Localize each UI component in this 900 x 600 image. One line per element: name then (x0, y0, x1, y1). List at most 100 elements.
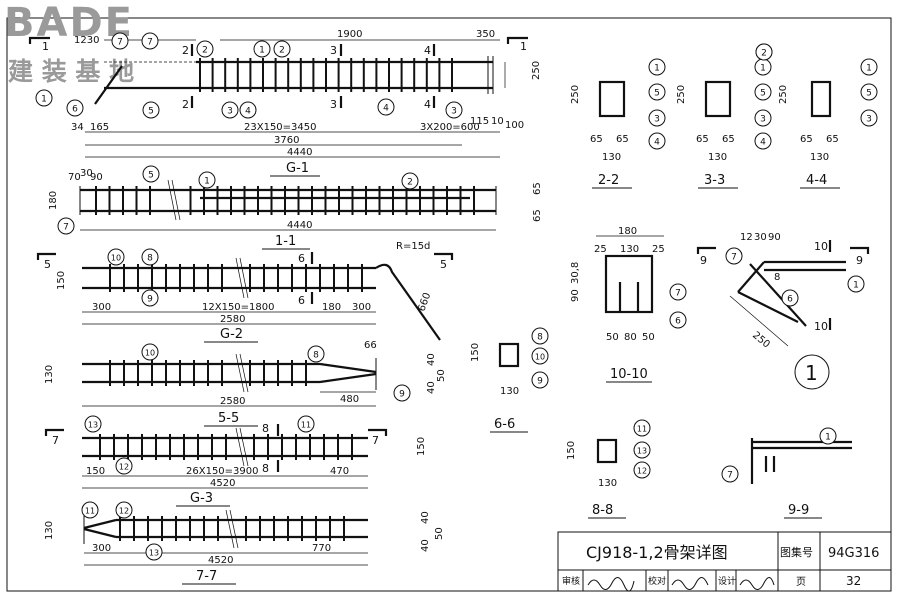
bar-callout-circle (669, 283, 687, 301)
view-title-g1: G-1 (286, 161, 309, 176)
dim-65-33b: 65 (722, 134, 735, 145)
dim-3x200: 3X200=600 (420, 122, 480, 133)
bar-callout-circle (401, 172, 419, 190)
bar-callout-number: 4 (245, 107, 251, 117)
dim-130-44: 130 (810, 152, 829, 163)
bar-callout-circle (648, 132, 666, 150)
bar-callout-number: 5 (760, 89, 766, 99)
bar-callout-circle (755, 43, 773, 61)
view-g2: 6 6 5 5 R=15d 660 66 150 300 12X150=1800… (36, 241, 454, 351)
bar-callout-circle (860, 58, 878, 76)
cut-4-bottom: 4 (424, 98, 431, 111)
section-6-6: 150 130 6-6 (470, 342, 528, 433)
dim-130-88: 130 (598, 478, 617, 489)
dim-300-g2b: 300 (352, 302, 371, 313)
bar-callout-circle (633, 461, 651, 479)
bar-callout-circle (111, 32, 129, 50)
dim-40-c: 40 (420, 511, 431, 524)
view-title-7-7: 7-7 (196, 569, 217, 584)
view-title-1-1: 1-1 (275, 234, 296, 249)
cut-10-top: 10 (814, 240, 828, 253)
bar-callout-circle (198, 171, 216, 189)
cut-3-bottom: 3 (330, 98, 337, 111)
bar-callout-circle (84, 415, 102, 433)
cut-1-left: 1 (42, 40, 49, 53)
bar-callout-number: 7 (117, 38, 123, 48)
view-5-5: 130 40 40 50 480 2580 5-5 (44, 353, 447, 427)
dim-30: 30 (80, 168, 93, 179)
dim-65-33a: 65 (696, 134, 709, 145)
check-label: 校对 (648, 575, 666, 587)
bar-callout-number: 2 (407, 178, 413, 188)
bar-callout-number: 11 (85, 507, 95, 516)
bar-callout-number: 1 (41, 95, 47, 105)
bar-callout-circle (307, 345, 325, 363)
review-signature (587, 577, 635, 592)
dim-1900: 1900 (337, 29, 362, 40)
dim-70: 70 (68, 172, 81, 183)
bar-callout-number: 10 (145, 349, 155, 358)
bar-callout-number: 13 (637, 447, 647, 456)
title-block: CJ918-1,2骨架详图 图集号 94G316 审核 校对 设计 页 32 (557, 531, 892, 592)
bar-callout-number: 7 (147, 38, 153, 48)
dim-40-d: 40 (420, 539, 431, 552)
dim-180-11: 180 (48, 191, 59, 210)
dim-34: 34 (71, 122, 84, 133)
dim-40-b: 40 (426, 381, 437, 394)
dim-8: 8 (774, 272, 780, 283)
view-g3: 8 8 7 7 150 150 26X150=3900 470 4520 G-3 (44, 422, 427, 507)
dim-480: 480 (340, 394, 359, 405)
bar-callout-circle (393, 384, 411, 402)
cut-9-left: 9 (700, 254, 707, 267)
watermark-logo: BADE 建 装 基 地 (4, 0, 134, 86)
cut-2-top: 2 (182, 44, 189, 57)
view-title-9-9: 9-9 (788, 503, 809, 518)
dim-50-a: 50 (606, 332, 619, 343)
dim-26x150: 26X150=3900 (186, 466, 259, 477)
cut-4-top: 4 (424, 44, 431, 57)
dim-470: 470 (330, 466, 349, 477)
bar-callout-number: 10 (111, 254, 121, 263)
bar-callout-number: 3 (760, 115, 766, 125)
detail-1: 12 30 90 8 250 10 10 9 9 1 (696, 232, 870, 390)
dim-65-b: 65 (532, 209, 543, 222)
section-4-4: 250 65 65 130 4-4 (778, 80, 840, 189)
bar-callout-number: 8 (147, 254, 153, 264)
bar-callout-circle (648, 58, 666, 76)
section-2-2: 250 65 65 130 2-2 (570, 80, 632, 189)
dim-12: 12 (740, 232, 753, 243)
bar-callout-number: 7 (675, 289, 681, 299)
bar-callout-number: 1 (204, 177, 210, 187)
bar-callout-circle (648, 83, 666, 101)
bar-callout-circle (196, 40, 214, 58)
section-9-9: 9-9 (750, 438, 852, 519)
dim-65-a: 65 (532, 182, 543, 195)
bar-callout-circle (860, 109, 878, 127)
bar-callout-number: 13 (149, 549, 159, 558)
bar-callout-number: 8 (313, 351, 319, 361)
dim-90-1010: 90 (570, 289, 581, 302)
dim-150-88: 150 (566, 441, 577, 460)
cut-7-left: 7 (52, 434, 59, 447)
bar-callout-circle (633, 441, 651, 459)
design-label: 设计 (718, 575, 736, 587)
bar-callout-circle (669, 311, 687, 329)
view-1-1: 70 30 90 180 65 65 4440 1-1 (48, 168, 543, 250)
cut-7-right: 7 (372, 434, 379, 447)
dim-40-a: 40 (426, 353, 437, 366)
dim-250-33: 250 (676, 85, 687, 104)
dim-1230: 1230 (74, 35, 99, 46)
design-signature (739, 577, 775, 590)
bar-callout-number: 3 (654, 115, 660, 125)
bar-callout-number: 8 (537, 333, 543, 343)
bar-callout-circle (781, 289, 799, 307)
bar-callout-number: 5 (654, 89, 660, 99)
cut-10-bottom: 10 (814, 320, 828, 333)
bar-callout-circle (531, 371, 549, 389)
sheet-border (6, 17, 892, 592)
cut-5-right: 5 (440, 258, 447, 271)
bar-callout-number: 9 (537, 377, 543, 387)
dim-80: 80 (624, 332, 637, 343)
